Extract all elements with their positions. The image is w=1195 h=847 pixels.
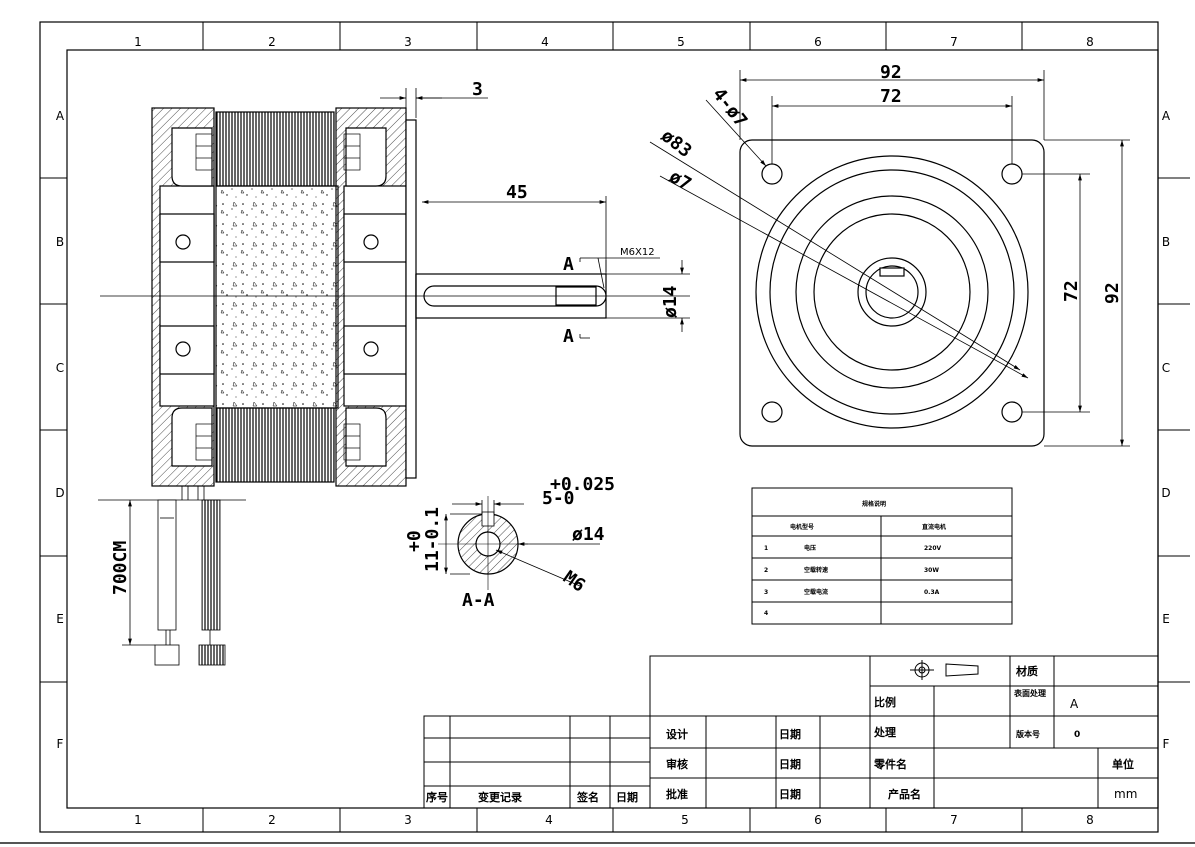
key-width-dim: 5-0 — [542, 488, 575, 509]
row-letter: A — [1162, 109, 1171, 123]
col-number: 4 — [545, 813, 553, 827]
col-number: 6 — [814, 35, 822, 49]
tb-unit-value: mm — [1114, 787, 1137, 801]
shaft-length-dim: 45 — [506, 182, 528, 203]
col-number: 3 — [404, 813, 412, 827]
col-number: 2 — [268, 813, 276, 827]
pilot-callout: ø7 — [666, 166, 695, 195]
row-letter: A — [56, 109, 65, 123]
title-block — [649, 655, 1159, 809]
col-number: 3 — [404, 35, 412, 49]
col-number: 2 — [268, 35, 276, 49]
front-view — [739, 139, 1045, 447]
flange-thickness-dim: 3 — [472, 79, 483, 100]
key-depth-dim: 11-0.1 — [422, 507, 443, 572]
tb-product-name-label: 产品名 — [888, 787, 921, 801]
projection-symbol-icon — [910, 660, 979, 680]
tb-scale-label: 比例 — [874, 695, 896, 709]
col-number: 6 — [814, 813, 822, 827]
section-view — [438, 496, 528, 590]
spec-table — [751, 487, 1013, 625]
tb-part-name-label: 零件名 — [873, 757, 907, 771]
row-letter: B — [56, 235, 64, 249]
tb-version-value: 0 — [1074, 730, 1080, 740]
row-letter: D — [1161, 486, 1170, 500]
col-number: 5 — [677, 35, 685, 49]
tb-surface-value: A — [1070, 697, 1079, 711]
col-number: 8 — [1086, 35, 1094, 49]
spec-header-type: 直流电机 — [922, 523, 946, 531]
front-view-dimensions — [649, 70, 1130, 447]
col-number: 7 — [950, 35, 958, 49]
tb-unit-label: 单位 — [1112, 757, 1134, 771]
col-number: 1 — [134, 35, 142, 49]
row-letter: F — [57, 737, 64, 751]
lead-length-dim: 700CM — [110, 541, 131, 595]
section-marker-top: A — [563, 254, 574, 275]
tb-material-label: 材质 — [1016, 664, 1038, 678]
tb-version-label: 版本号 — [1015, 729, 1040, 739]
rev-col-date: 日期 — [616, 790, 638, 804]
spec-row-value: 0.3A — [924, 589, 940, 596]
spec-row-no: 3 — [764, 589, 768, 596]
row-letter: F — [1163, 737, 1170, 751]
rev-col-record: 变更记录 — [478, 790, 522, 804]
tb-surface-label: 表面处理 — [1013, 688, 1046, 698]
spec-table-title: 规格说明 — [862, 500, 886, 508]
outer-width-dim: 92 — [880, 62, 902, 83]
spec-header-model: 电机型号 — [790, 523, 814, 531]
pcd-callout: ø83 — [657, 125, 696, 162]
spec-row-no: 4 — [764, 610, 768, 617]
row-letter: E — [1162, 612, 1170, 626]
rev-col-no: 序号 — [426, 790, 448, 804]
tb-date-label: 日期 — [779, 727, 801, 741]
col-number: 7 — [950, 813, 958, 827]
spec-row-no: 2 — [764, 567, 768, 574]
side-view — [98, 107, 690, 666]
spec-row-name: 空载转速 — [804, 566, 828, 574]
col-number: 8 — [1086, 813, 1094, 827]
hole-spacing-v-dim: 72 — [1061, 280, 1082, 302]
tb-review-label: 审核 — [666, 757, 688, 771]
outer-height-dim: 92 — [1102, 282, 1123, 304]
tb-design-label: 设计 — [666, 727, 688, 741]
rev-col-sign: 签名 — [576, 790, 599, 804]
spec-row-name: 电压 — [804, 544, 816, 552]
row-letter: C — [56, 361, 64, 375]
key-depth-tol: +0 — [404, 530, 425, 552]
thread-callout: M6X12 — [620, 247, 655, 258]
col-number: 1 — [134, 813, 142, 827]
section-shaft-dia: ø14 — [572, 524, 605, 545]
spec-row-value: 30W — [924, 567, 939, 574]
tb-date-label: 日期 — [779, 787, 801, 801]
section-marker-bottom: A — [563, 326, 574, 347]
spec-row-no: 1 — [764, 545, 768, 552]
tb-approve-label: 批准 — [666, 787, 688, 801]
col-number: 5 — [681, 813, 689, 827]
hole-callout: 4-ø7 — [708, 84, 751, 131]
section-title: A-A — [462, 590, 495, 611]
row-letter: B — [1162, 235, 1170, 249]
tb-date-label: 日期 — [779, 757, 801, 771]
row-letter: C — [1162, 361, 1170, 375]
spec-row-name: 空载电流 — [804, 588, 828, 596]
tb-process-label: 处理 — [873, 725, 896, 739]
section-thread: M6 — [559, 567, 589, 597]
row-letter: D — [55, 486, 64, 500]
col-number: 4 — [541, 35, 549, 49]
spec-row-value: 220V — [924, 545, 942, 552]
row-letter: E — [56, 612, 64, 626]
hole-spacing-h-dim: 72 — [880, 86, 902, 107]
shaft-diameter-dim: ø14 — [660, 285, 681, 318]
side-view-dimensions — [122, 88, 690, 646]
key-tolerance: +0.025 — [550, 474, 615, 495]
